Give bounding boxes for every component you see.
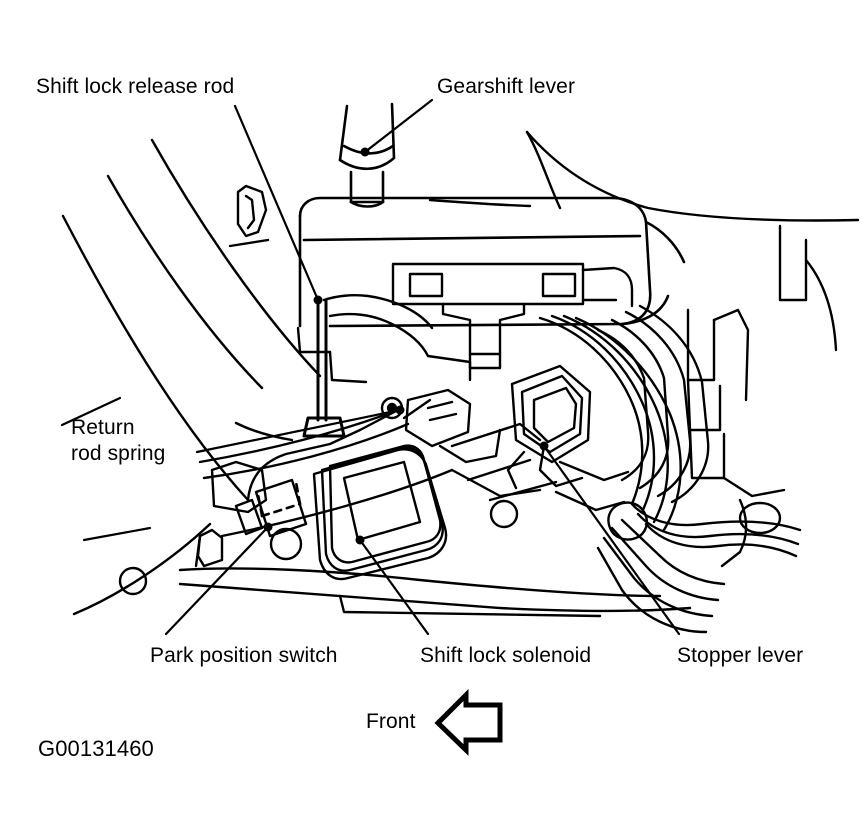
gearshift-lever-shaft xyxy=(338,102,396,208)
front-direction-label: Front xyxy=(366,710,416,733)
callout-label-park-position-switch: Park position switch xyxy=(150,644,338,667)
transmission-body-housing xyxy=(178,408,662,598)
wiring-harness xyxy=(538,314,802,634)
callout-leaders xyxy=(60,98,681,636)
front-direction-arrow-icon xyxy=(434,688,503,756)
callout-label-return-rod-spring-line2: rod spring xyxy=(71,442,166,465)
lower-frame-rail xyxy=(118,566,692,618)
callout-label-shift-lock-solenoid: Shift lock solenoid xyxy=(420,644,592,667)
control-lever-assembly xyxy=(404,388,542,529)
rear-bracket-structure xyxy=(596,224,838,568)
callout-label-gearshift-lever: Gearshift lever xyxy=(437,75,576,98)
indicator-plate xyxy=(391,262,634,308)
floor-tunnel-contours xyxy=(61,138,322,616)
callout-label-shift-lock-release-rod: Shift lock release rod xyxy=(36,75,235,98)
shift-lock-release-rod-part xyxy=(302,298,346,438)
mid-plate-detail xyxy=(402,398,630,512)
callout-label-return-rod-spring-line1: Return xyxy=(71,416,135,439)
callout-label-stopper-lever: Stopper lever xyxy=(677,644,804,667)
park-position-switch-hidden-outline xyxy=(256,480,302,518)
bracket-frame-upper xyxy=(296,294,472,384)
upper-right-body-contour xyxy=(428,130,860,222)
console-housing xyxy=(298,196,686,328)
callout-label-return-rod-spring: Return rod spring xyxy=(71,415,165,467)
figure-id-code: G00131460 xyxy=(38,736,154,761)
shift-lock-solenoid-body xyxy=(312,444,448,581)
release-rod-bracket xyxy=(228,184,270,248)
indicator-plate-stem xyxy=(441,302,526,370)
